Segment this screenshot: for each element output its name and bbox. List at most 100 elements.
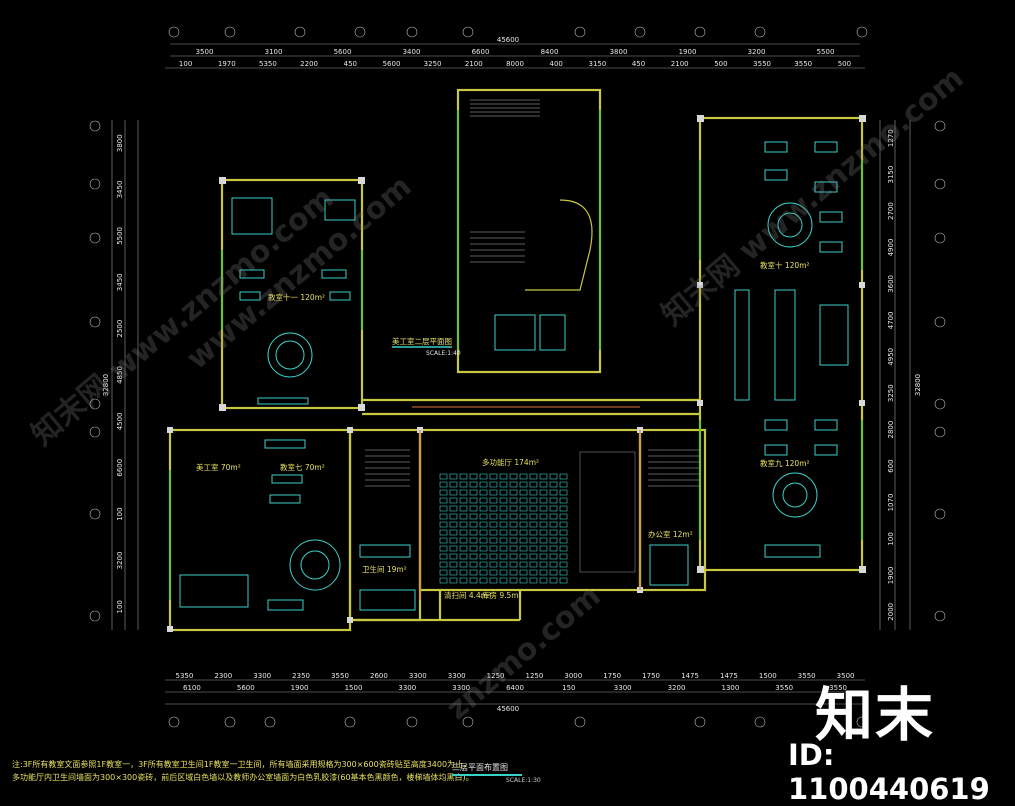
hall-seat — [529, 529, 538, 536]
top-dimension-lines — [165, 43, 865, 69]
hall-seat — [509, 513, 518, 520]
stair-lines — [365, 99, 700, 487]
hall-seat — [449, 545, 458, 552]
hall-seat — [439, 521, 448, 528]
hall-seat — [479, 561, 488, 568]
bottom-dim-label: 3200 — [668, 684, 686, 692]
room-label-office: 办公室 12m² — [648, 529, 693, 539]
hall-seat — [449, 529, 458, 536]
hall-seat — [549, 481, 558, 488]
hall-seat — [539, 513, 548, 520]
grid-bubbles — [89, 26, 946, 728]
top-dim-label: 5350 — [259, 60, 277, 68]
top-dim-label: 450 — [344, 60, 357, 68]
room-label-toilet: 卫生间 19m² — [362, 564, 407, 574]
hall-seat — [549, 505, 558, 512]
note-line-2: 多功能厅内卫生间墙面为300×300瓷砖，前后区域白色墙以及教师办公室墙面为白色… — [12, 773, 474, 782]
room-label-cleaning: 清扫间 4.4m² — [444, 590, 491, 600]
hall-seat — [549, 521, 558, 528]
room-label-art-room: 美工室 70m² — [196, 462, 241, 472]
hall-seat — [459, 561, 468, 568]
hall-seat — [449, 561, 458, 568]
hall-seat — [469, 489, 478, 496]
hall-seat — [509, 537, 518, 544]
hall-seat — [489, 545, 498, 552]
brand-logo: 知末 — [815, 681, 936, 749]
hall-seat — [529, 489, 538, 496]
room-label-classroom-7: 教室七 70m² — [280, 462, 325, 472]
top-dim-label: 3550 — [753, 60, 771, 68]
bottom-dim-label: 1300 — [721, 684, 739, 692]
hall-seat — [469, 561, 478, 568]
hall-seat — [539, 561, 548, 568]
hall-seat — [509, 569, 518, 576]
hall-seat — [519, 569, 528, 576]
top-dim-label: 400 — [550, 60, 563, 68]
hall-seat — [509, 545, 518, 552]
hall-seat — [519, 489, 528, 496]
top-dim-label: 2200 — [300, 60, 318, 68]
hall-seat — [489, 497, 498, 504]
bottom-dim-label: 5350 — [175, 672, 193, 680]
hall-seat — [449, 553, 458, 560]
hall-seat — [459, 553, 468, 560]
hall-seat — [549, 497, 558, 504]
hall-seat — [529, 481, 538, 488]
hall-seat — [509, 505, 518, 512]
hall-seat — [519, 481, 528, 488]
hall-seat — [489, 521, 498, 528]
bottom-dim-label: 1250 — [525, 672, 543, 680]
bottom-dim-label: 3300 — [614, 684, 632, 692]
window-lines — [169, 110, 863, 600]
hall-seat — [519, 505, 528, 512]
hall-seat — [559, 505, 568, 512]
hall-seat — [449, 481, 458, 488]
bottom-dim-label: 3550 — [775, 684, 793, 692]
design-notes: 注:3F所有教室文面参照1F教室一，3F所有教室卫生间1F教室一卫生间，所有墙面… — [12, 758, 572, 784]
hall-seat — [459, 497, 468, 504]
hall-seat — [499, 473, 508, 480]
top-dim-label: 5600 — [383, 60, 401, 68]
hall-seat — [469, 545, 478, 552]
hall-seat — [549, 513, 558, 520]
top-dim-label: 8400 — [541, 48, 559, 56]
bottom-dim-label: 1475 — [681, 672, 699, 680]
left-dim-label: 4500 — [116, 412, 124, 430]
top-dim-label: 5500 — [817, 48, 835, 56]
hall-seat — [519, 537, 528, 544]
hall-seat — [539, 545, 548, 552]
hall-seat — [469, 513, 478, 520]
hall-seat — [559, 521, 568, 528]
hall-seat — [529, 569, 538, 576]
bottom-dim-label: 1750 — [603, 672, 621, 680]
drawing-title: 三层平面布置图 — [452, 762, 522, 776]
right-dim-label: 2000 — [887, 603, 895, 621]
hall-seat — [439, 505, 448, 512]
hall-seat — [479, 497, 488, 504]
columns — [167, 115, 866, 632]
hall-seat — [549, 529, 558, 536]
hall-seat — [469, 537, 478, 544]
right-dim-label: 2700 — [887, 202, 895, 220]
hall-seat — [469, 497, 478, 504]
hall-seat — [519, 473, 528, 480]
bottom-dim-label: 1750 — [642, 672, 660, 680]
hall-seat — [479, 569, 488, 576]
hall-seat — [459, 569, 468, 576]
bottom-dim-label: 1500 — [759, 672, 777, 680]
hall-seat — [559, 577, 568, 584]
hall-seat — [509, 521, 518, 528]
bottom-dim-label: 3300 — [253, 672, 271, 680]
top-dim-label: 8000 — [506, 60, 524, 68]
hall-seat — [479, 577, 488, 584]
hall-seat — [479, 529, 488, 536]
hall-seat — [499, 505, 508, 512]
hall-seat — [479, 489, 488, 496]
hall-seat — [499, 545, 508, 552]
top-dim-label: 450 — [632, 60, 645, 68]
left-dims: 3800345055003450250048504500660010032001… — [116, 134, 124, 613]
hall-seat — [509, 553, 518, 560]
